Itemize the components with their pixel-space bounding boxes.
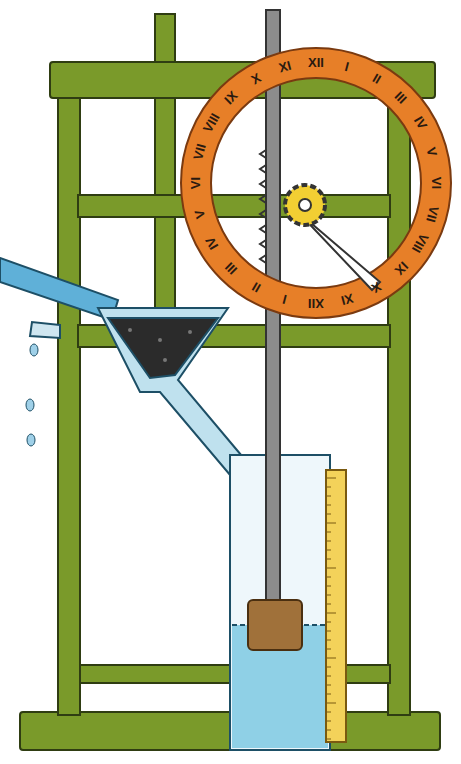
- clock-dial: [181, 48, 451, 318]
- wooden-frame: [20, 14, 440, 750]
- scale-ruler: [326, 470, 346, 742]
- hour-numeral: XII: [308, 56, 324, 70]
- hour-numeral: VII: [423, 205, 441, 224]
- gear-and-hand: [285, 185, 380, 290]
- inflow-pipe: [0, 258, 118, 338]
- hour-numeral: VI: [189, 177, 203, 189]
- hour-numeral: XII: [308, 296, 324, 310]
- float-rod: [248, 10, 302, 650]
- charcoal-filter-funnel: [98, 308, 252, 482]
- hour-numeral: VI: [429, 177, 443, 189]
